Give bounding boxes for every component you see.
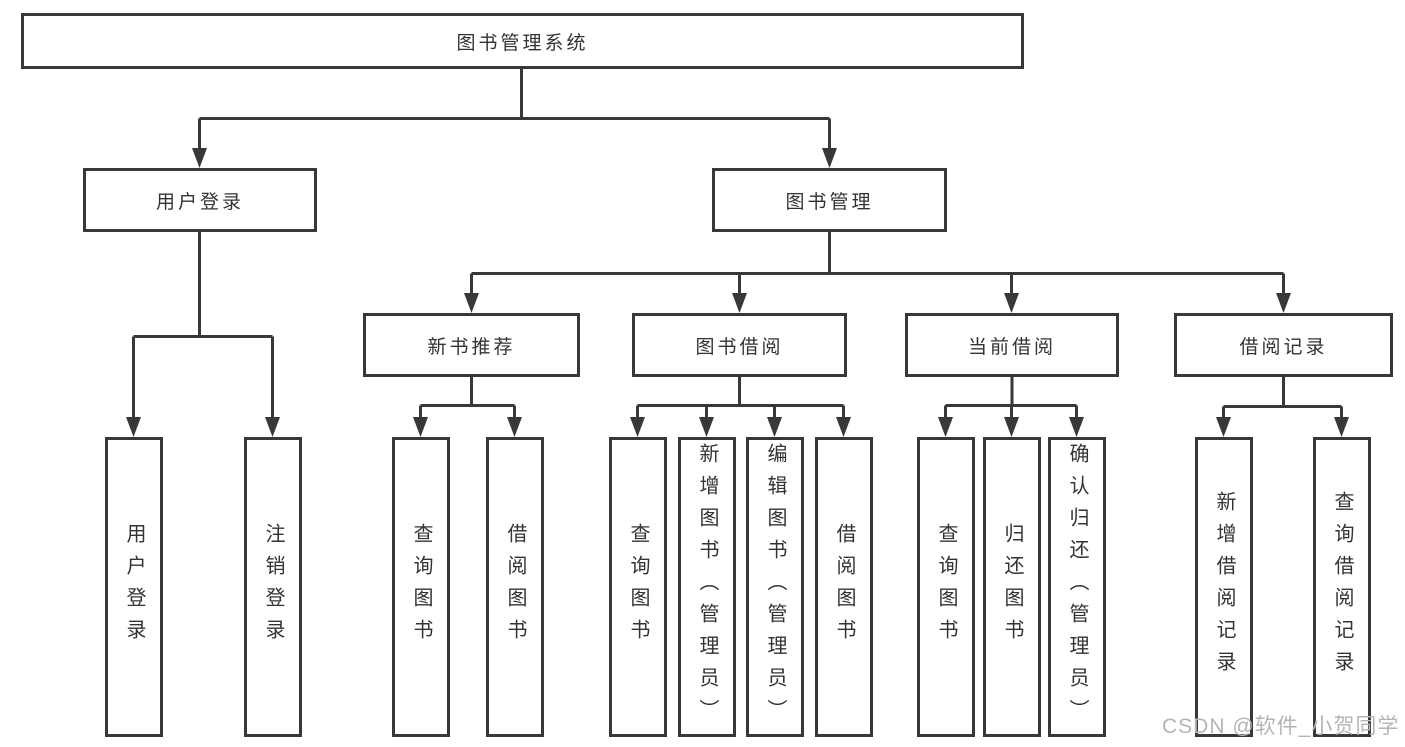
leaf-return-books: 归还图书	[983, 437, 1041, 737]
leaf-label: 用户登录	[123, 523, 145, 651]
leaf-borrow-books-recommend: 借阅图书	[486, 437, 544, 737]
connector-borrow-records-children	[1216, 377, 1349, 437]
node-book-management: 图书管理	[712, 168, 947, 232]
leaf-query-books-borrow: 查询图书	[609, 437, 667, 737]
leaf-label: 查询图书	[627, 523, 649, 651]
leaf-label: 新增图书（管理员）	[696, 443, 718, 731]
leaf-query-books-current: 查询图书	[917, 437, 975, 737]
connector-current-borrow-children	[938, 377, 1084, 437]
leaf-label: 确认归还（管理员）	[1066, 443, 1088, 731]
leaf-edit-books-admin: 编辑图书（管理员）	[746, 437, 804, 737]
connector-user-login-children	[126, 232, 280, 437]
node-label: 图书管理系统	[456, 32, 589, 54]
leaf-label: 编辑图书（管理员）	[764, 443, 786, 731]
node-label: 当前借阅	[967, 336, 1056, 358]
leaf-label: 查询图书	[410, 523, 432, 651]
node-current-borrow: 当前借阅	[905, 313, 1119, 377]
connector-book-borrow-children	[630, 377, 851, 437]
connector-book-mgmt-to-level3	[464, 232, 1291, 313]
leaf-borrow-books: 借阅图书	[815, 437, 873, 737]
leaf-label: 查询借阅记录	[1331, 491, 1353, 683]
leaf-user-login: 用户登录	[105, 437, 163, 737]
leaf-label: 查询图书	[935, 523, 957, 651]
leaf-query-borrow-record: 查询借阅记录	[1313, 437, 1371, 737]
node-user-login: 用户登录	[83, 168, 317, 232]
leaf-label: 新增借阅记录	[1213, 491, 1235, 683]
node-label: 新书推荐	[427, 336, 516, 358]
leaf-label: 归还图书	[1001, 523, 1023, 651]
leaf-label: 借阅图书	[504, 523, 526, 651]
node-label: 图书管理	[785, 191, 874, 213]
node-new-book-recommend: 新书推荐	[363, 313, 580, 377]
leaf-label: 借阅图书	[833, 523, 855, 651]
node-book-borrow: 图书借阅	[632, 313, 847, 377]
leaf-logout: 注销登录	[244, 437, 302, 737]
leaf-confirm-return-admin: 确认归还（管理员）	[1048, 437, 1106, 737]
leaf-query-books-recommend: 查询图书	[392, 437, 450, 737]
node-borrow-records: 借阅记录	[1174, 313, 1393, 377]
leaf-label: 注销登录	[262, 523, 284, 651]
connector-new-rec-children	[413, 377, 522, 437]
node-label: 用户登录	[155, 191, 244, 213]
node-label: 借阅记录	[1239, 336, 1328, 358]
node-library-management-system: 图书管理系统	[21, 13, 1024, 69]
node-label: 图书借阅	[695, 336, 784, 358]
csdn-watermark: CSDN @软件_小贺同学	[1162, 715, 1400, 738]
connector-root-to-level2	[192, 69, 837, 168]
leaf-add-books-admin: 新增图书（管理员）	[678, 437, 736, 737]
leaf-add-borrow-record: 新增借阅记录	[1195, 437, 1253, 737]
